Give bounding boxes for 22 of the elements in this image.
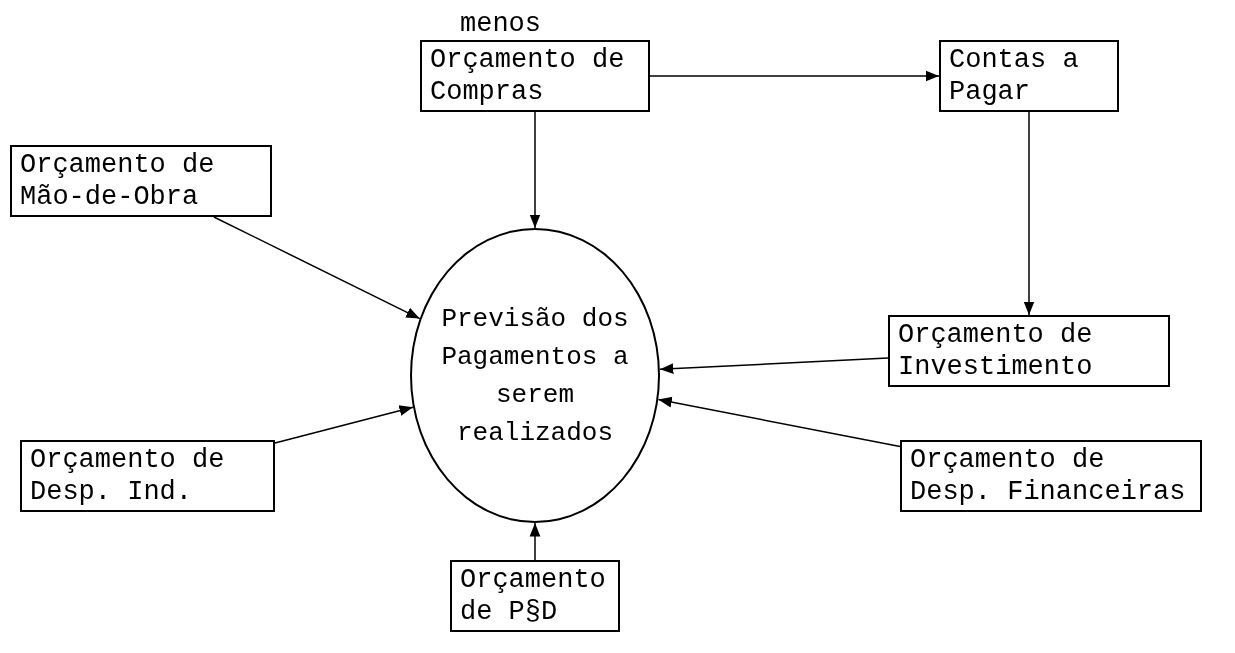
node-text: Orçamento de Desp. Ind. — [30, 444, 226, 508]
arrow — [659, 357, 889, 375]
node-text: Contas a Pagar — [949, 44, 1080, 108]
process-box — [20, 440, 275, 512]
node-text: Orçamento de Investimento — [898, 319, 1094, 383]
process-box — [420, 40, 650, 112]
arrow — [1023, 111, 1035, 316]
node-text: Previsão dos Pagamentos a serem realizados — [440, 302, 630, 450]
node-text: Orçamento de P§D — [460, 564, 607, 628]
arrow — [529, 522, 541, 561]
process-box — [10, 145, 272, 217]
arrow — [529, 111, 541, 229]
arrow — [649, 70, 940, 82]
process-box — [450, 560, 620, 632]
node-text: Orçamento de Mão-de-Obra — [20, 149, 216, 213]
node-text: Orçamento de Compras — [430, 44, 626, 108]
process-box — [900, 440, 1202, 512]
process-box — [939, 40, 1119, 112]
note-text: menos — [460, 8, 541, 41]
arrow — [213, 216, 421, 320]
node-text: Orçamento de Desp. Financeiras — [910, 444, 1187, 508]
process-box — [888, 315, 1170, 387]
